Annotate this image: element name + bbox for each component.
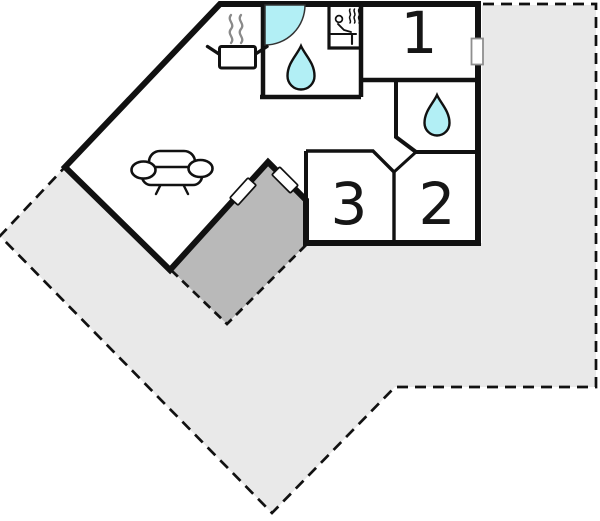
door-marker — [271, 166, 299, 194]
bathroom2-walls — [394, 80, 478, 154]
room-2-label: 2 — [419, 170, 456, 238]
steam-icon — [238, 13, 244, 45]
sauna-walls — [327, 4, 361, 50]
door-marker — [229, 177, 257, 206]
covered-terrace-area — [170, 162, 307, 326]
room-1-label: 1 — [401, 0, 438, 67]
room-3-label: 3 — [331, 170, 368, 238]
covered-terrace-dashed-border — [170, 244, 307, 326]
sofa-icon — [130, 149, 214, 196]
room3-top-wall-and-divider — [306, 149, 396, 241]
shower-icon — [264, 4, 306, 46]
window-marker — [470, 37, 484, 66]
cooking-pot-icon — [205, 13, 269, 70]
covered-terrace-fill — [171, 162, 306, 324]
water-drop-icon — [423, 92, 451, 137]
steam-icon — [228, 13, 234, 45]
water-drop-icon — [286, 43, 316, 91]
room2-corner-wall — [392, 150, 418, 174]
sauna-icon — [329, 8, 361, 46]
interior-walls — [260, 4, 478, 243]
